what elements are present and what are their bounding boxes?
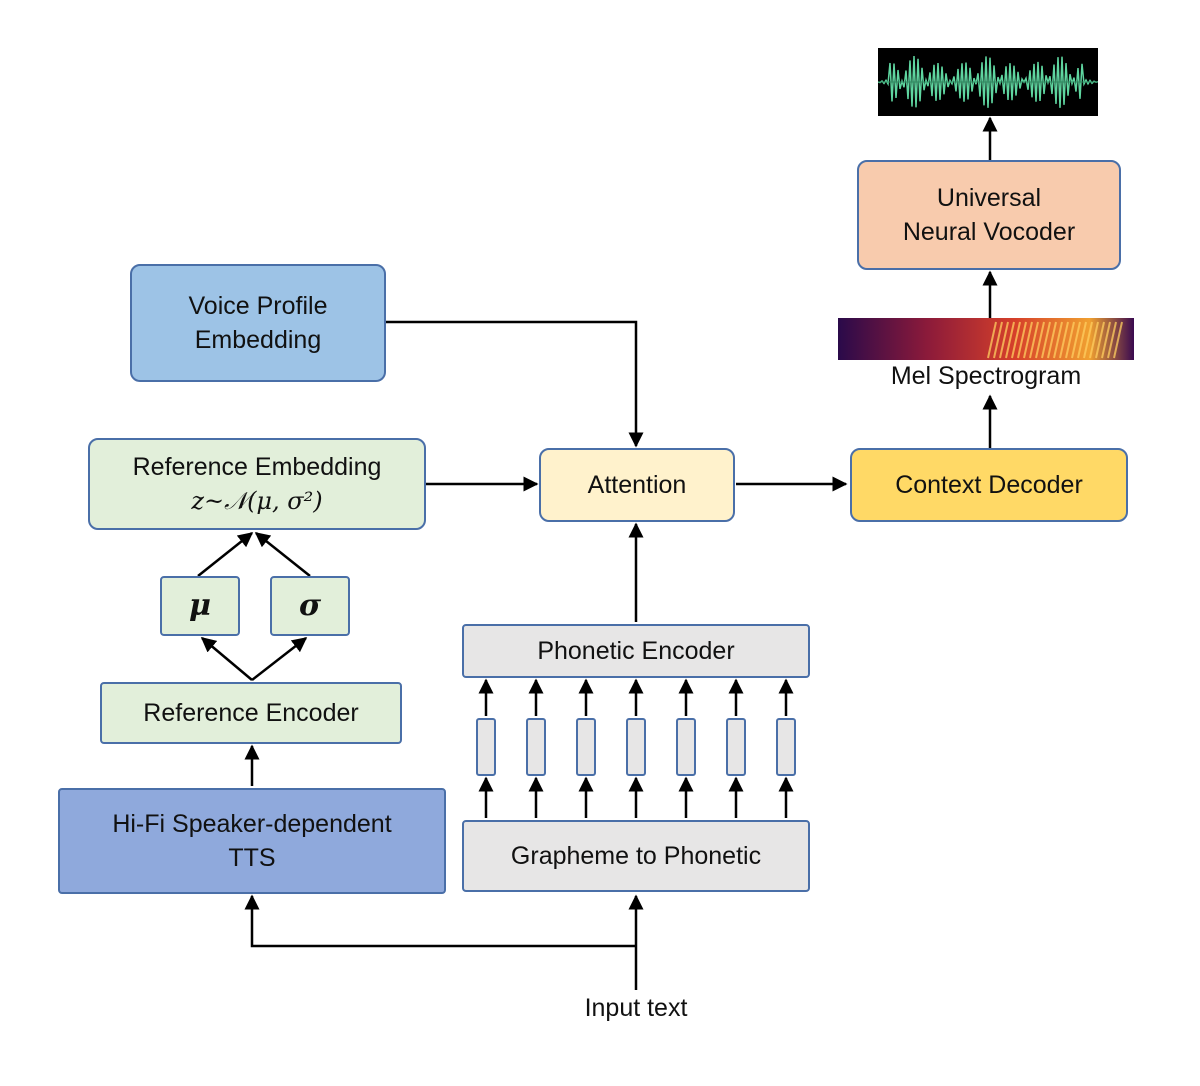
- hifi-tts-label-line2: TTS: [228, 844, 276, 872]
- universal-neural-vocoder-box: Universal Neural Vocoder: [857, 160, 1121, 270]
- encoder-cell: [476, 718, 496, 776]
- encoder-cell: [576, 718, 596, 776]
- phonetic-encoder-box: Phonetic Encoder: [462, 624, 810, 678]
- phonetic-encoder-label: Phonetic Encoder: [537, 637, 735, 665]
- reference-encoder-box: Reference Encoder: [100, 682, 402, 744]
- encoder-cell: [726, 718, 746, 776]
- mu-box: μ: [160, 576, 240, 636]
- input-text-label: Input text: [584, 994, 688, 1022]
- encoder-cell: [526, 718, 546, 776]
- context-decoder-box: Context Decoder: [850, 448, 1128, 522]
- reference-embedding-formula: z~𝒩(μ, σ²): [191, 487, 323, 515]
- sigma-box: σ: [270, 576, 350, 636]
- encoder-cell: [776, 718, 796, 776]
- waveform-image: [878, 48, 1098, 116]
- encoder-cell: [626, 718, 646, 776]
- encoder-cell: [676, 718, 696, 776]
- sigma-symbol: σ: [298, 588, 322, 623]
- attention-label: Attention: [587, 471, 687, 499]
- grapheme-to-phonetic-label: Grapheme to Phonetic: [510, 842, 762, 870]
- reference-encoder-label: Reference Encoder: [143, 699, 359, 727]
- vocoder-label-line1: Universal: [936, 184, 1042, 212]
- mu-symbol: μ: [189, 588, 211, 623]
- hifi-tts-label-line1: Hi-Fi Speaker-dependent: [112, 810, 392, 838]
- mel-spectrogram-label: Mel Spectrogram: [890, 362, 1082, 390]
- grapheme-to-phonetic-box: Grapheme to Phonetic: [462, 820, 810, 892]
- reference-embedding-box: Reference Embedding z~𝒩(μ, σ²): [88, 438, 426, 530]
- vocoder-label-line2: Neural Vocoder: [902, 218, 1076, 246]
- voice-profile-embedding-box: Voice Profile Embedding: [130, 264, 386, 382]
- mel-spectrogram-image: [838, 318, 1134, 360]
- hifi-speaker-dependent-tts-box: Hi-Fi Speaker-dependent TTS: [58, 788, 446, 894]
- voice-profile-label-line1: Voice Profile: [188, 292, 328, 320]
- context-decoder-label: Context Decoder: [895, 471, 1083, 499]
- reference-embedding-label: Reference Embedding: [132, 453, 382, 481]
- voice-profile-label-line2: Embedding: [194, 326, 322, 354]
- attention-box: Attention: [539, 448, 735, 522]
